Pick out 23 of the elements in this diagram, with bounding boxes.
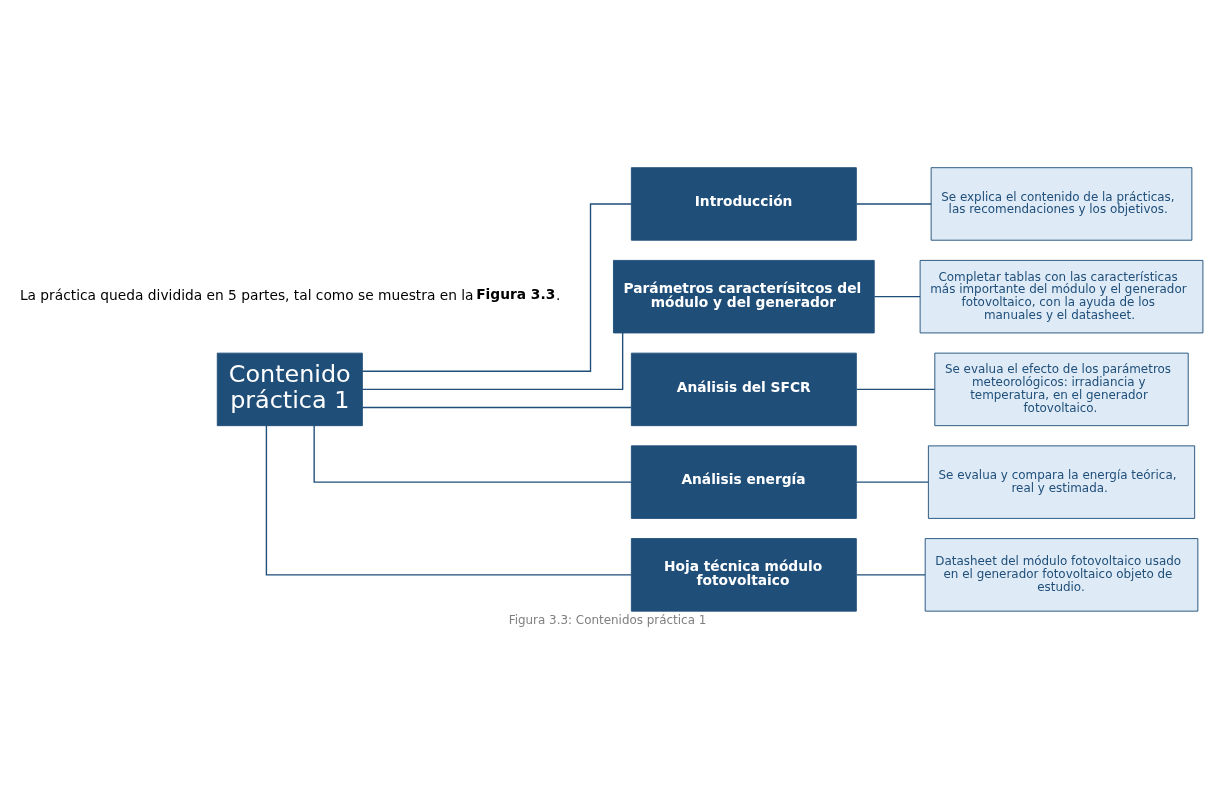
connector xyxy=(265,424,632,576)
connector xyxy=(873,295,921,297)
node-box: Contenido práctica 1 xyxy=(216,352,363,426)
node-box: Se evalua y compara la energía teórica, real y estimada. xyxy=(927,444,1196,519)
node-box: Análisis del SFCR xyxy=(630,352,857,426)
node-box: Se evalua el efecto de los parámetros meteorológicos: irradiancia y temperatura, en el generador fotovoltaico. xyxy=(934,352,1189,426)
connector xyxy=(313,424,632,483)
connector xyxy=(361,331,624,390)
node-box: Análisis energía xyxy=(630,444,857,519)
caption: Figura 3.3: Contenidos práctica 1 xyxy=(508,612,707,627)
connector xyxy=(856,573,926,576)
connector xyxy=(856,388,936,390)
node-box: Datasheet del módulo fotovoltaico usado en el generador fotovoltaico objeto de estudio. xyxy=(924,537,1199,612)
node-box: Hoja técnica módulo fotovoltaico xyxy=(630,537,857,612)
label: La práctica queda dividida en 5 partes, tal como se muestra en la Figura 3.3. xyxy=(19,285,561,303)
node-box: Parámetros caracterísitcos del módulo y del generador xyxy=(613,259,875,333)
connector xyxy=(856,480,930,483)
node-box: Introducción xyxy=(630,166,857,241)
node-box: Completar tablas con las características más importante del módulo y el generador fotovoltaico, con la ayuda de los manuales y el datasheet. xyxy=(919,259,1204,333)
connector xyxy=(361,406,632,408)
node-box: Se explica el contenido de la prácticas, las recomendaciones y los objetivos. xyxy=(930,166,1193,241)
connector xyxy=(856,202,932,205)
connector xyxy=(361,202,632,372)
